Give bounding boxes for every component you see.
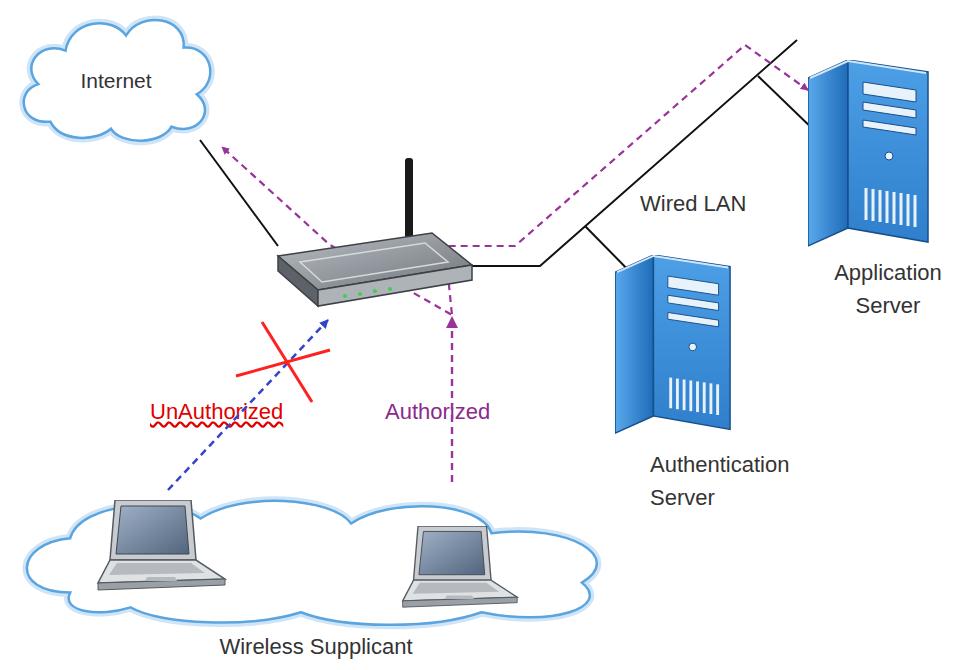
cloud-outline <box>24 20 211 141</box>
laptop-icon <box>403 526 517 607</box>
network-label: Wired LAN <box>640 190 746 219</box>
cloud-glow <box>24 20 211 141</box>
cloud-glow <box>27 501 597 625</box>
wireless-router <box>278 158 472 306</box>
lan-branch <box>585 226 640 282</box>
arrow-head <box>446 316 458 328</box>
node-label: Application Server <box>813 256 963 322</box>
server-icon <box>808 60 928 246</box>
router-body <box>318 265 472 306</box>
server-node: Application Server <box>808 58 968 328</box>
server-icon <box>615 255 730 433</box>
router-panel <box>300 243 448 282</box>
node-label: Wireless Supplicant <box>10 630 622 663</box>
lan-branch <box>758 76 818 134</box>
laptop-icon <box>98 500 225 590</box>
wireless-cloud: Wireless Supplicant <box>10 482 622 668</box>
network-wires <box>200 40 818 282</box>
router-body <box>278 233 472 290</box>
cloud-outline <box>27 501 597 625</box>
status-label: UnAuthorized <box>150 398 283 427</box>
blocked-cross <box>236 322 330 402</box>
node-label: Internet <box>10 65 222 97</box>
status-label: Authorized <box>385 398 490 427</box>
router-body <box>278 256 318 306</box>
dashed-flow-arrow <box>222 147 452 482</box>
blocked-access-arrow <box>168 320 328 490</box>
server-node: Authentication Server <box>612 252 834 520</box>
router-lights <box>343 287 392 298</box>
internet-cloud <box>10 5 222 147</box>
lan-bus <box>470 40 797 266</box>
dashed-flow-arrow <box>445 45 808 482</box>
node-label: Authentication Server <box>650 448 830 514</box>
internet-cloud: Internet <box>10 5 222 147</box>
internet-wire <box>200 140 278 246</box>
router-antenna <box>405 158 413 246</box>
wireless-cloud <box>10 482 622 630</box>
